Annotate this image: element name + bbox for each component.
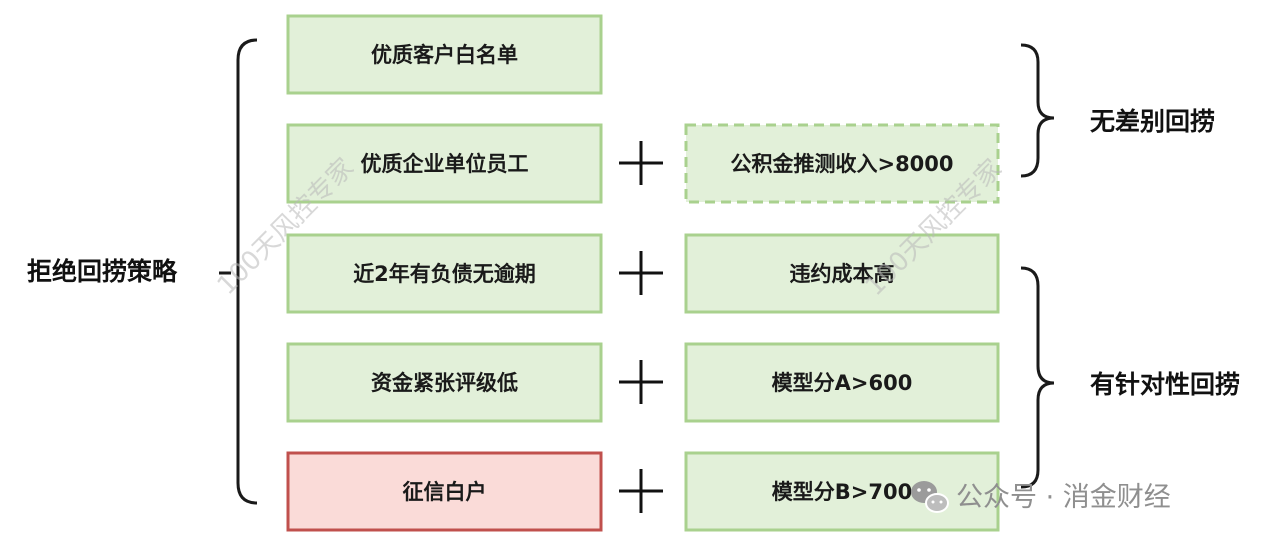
row-3: 近2年有负债无逾期 违约成本高 (286, 233, 1000, 314)
plus-icon (619, 141, 663, 185)
condition-box-4 (286, 342, 603, 423)
condition-box-3 (286, 233, 603, 314)
condition-box-1 (286, 14, 603, 95)
extra-label-4: 模型分A>600 (772, 371, 913, 395)
plus-icon (619, 251, 663, 295)
extra-label-3: 违约成本高 (790, 262, 895, 286)
extra-box-5 (684, 451, 1000, 532)
source-badge: 公众号 · 消金财经 (911, 481, 1171, 513)
extra-box-2 (684, 123, 1000, 204)
group-label-2: 有针对性回捞 (1090, 370, 1240, 399)
left-label: 拒绝回捞策略 (27, 257, 178, 286)
extra-box-3 (684, 233, 1000, 314)
condition-label-5: 征信白户 (403, 480, 487, 504)
row-1: 优质客户白名单 (286, 14, 603, 95)
extra-label-2: 公积金推测收入>8000 (730, 152, 953, 176)
right-brace-2 (1020, 266, 1055, 489)
condition-box-5 (286, 451, 603, 532)
plus-icon (619, 360, 663, 404)
wechat-icon (911, 481, 949, 513)
row-5: 征信白户 模型分B>700 (286, 451, 1000, 532)
condition-label-2: 优质企业单位员工 (361, 152, 529, 176)
right-brace-1 (1020, 43, 1055, 178)
plus-icon (619, 469, 663, 513)
row-4: 资金紧张评级低 模型分A>600 (286, 342, 1000, 423)
left-brace (236, 38, 258, 505)
group-label-1: 无差别回捞 (1090, 107, 1215, 136)
source-text: 公众号 · 消金财经 (956, 482, 1171, 513)
condition-label-1: 优质客户白名单 (371, 43, 518, 67)
extra-label-5: 模型分B>700 (772, 480, 912, 504)
condition-label-4: 资金紧张评级低 (371, 371, 518, 395)
extra-box-4 (684, 342, 1000, 423)
condition-box-2 (286, 123, 603, 204)
condition-label-3: 近2年有负债无逾期 (353, 262, 536, 286)
row-2: 优质企业单位员工 公积金推测收入>8000 (286, 123, 1000, 204)
